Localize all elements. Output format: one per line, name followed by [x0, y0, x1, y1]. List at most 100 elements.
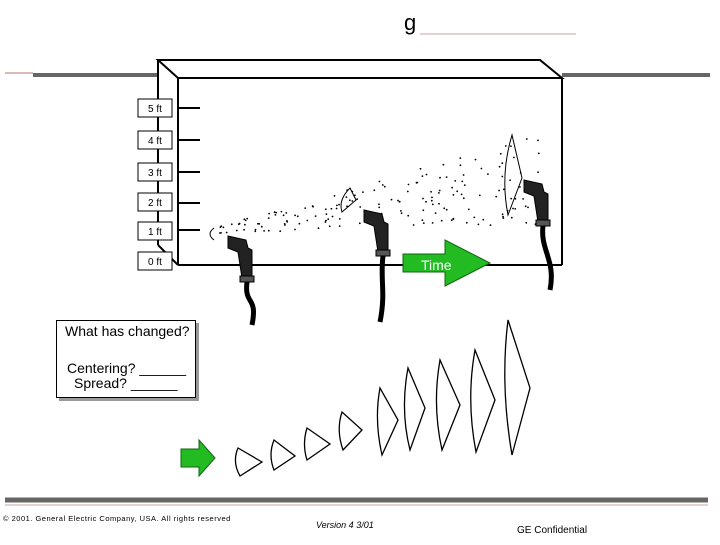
- spray-dot: [238, 222, 241, 225]
- spray-dot: [317, 227, 320, 230]
- spray-dot: [254, 230, 257, 233]
- wall-profile-2: [340, 187, 357, 213]
- scale-box-1: [137, 221, 173, 241]
- profile-9: [504, 319, 531, 456]
- spray-dot: [422, 209, 425, 212]
- spray-dot: [275, 211, 277, 214]
- target-wall: [155, 59, 565, 266]
- profile-8: [470, 347, 496, 455]
- spray-dot: [358, 222, 361, 225]
- spray-dot: [378, 203, 380, 206]
- spray-dot: [467, 208, 470, 211]
- spray-dot: [306, 219, 309, 222]
- spray-dot: [421, 175, 424, 178]
- spray-dot: [452, 218, 455, 221]
- spray-dot: [431, 203, 434, 206]
- spray-dot: [235, 229, 238, 232]
- spray-dot: [279, 230, 282, 233]
- spray-dot: [487, 173, 489, 176]
- spray-dot: [260, 225, 263, 228]
- spray-dot: [512, 207, 514, 210]
- spray-dot: [425, 173, 428, 176]
- scale-label-1: 1 ft: [148, 227, 162, 238]
- scale-label-3: 3 ft: [148, 168, 162, 179]
- spray-dot: [304, 207, 307, 210]
- profile-7: [435, 357, 461, 453]
- spray-dot: [268, 212, 270, 215]
- spray-dot: [537, 171, 539, 174]
- spray-dot: [501, 175, 504, 178]
- spray-dot: [246, 217, 249, 220]
- spray-dot: [383, 185, 386, 188]
- hoses: [227, 179, 554, 326]
- confidential-text: GE Confidential: [517, 525, 588, 536]
- spray-dot: [443, 207, 446, 210]
- scale-label-5: 5 ft: [148, 104, 162, 115]
- version-text: Version 4 3/01: [316, 520, 374, 530]
- spray-dot: [359, 206, 362, 208]
- spray-dot: [336, 204, 338, 207]
- spray-dot: [378, 180, 381, 183]
- spray-dot: [294, 228, 296, 231]
- scale-label-4: 4 ft: [148, 136, 162, 147]
- spray-dot: [514, 208, 517, 210]
- copyright-text: © 2001. General Electric Company, USA. A…: [3, 514, 231, 523]
- spray-dot: [431, 222, 434, 224]
- spray-dot: [439, 176, 441, 179]
- hose-nozzle-icon: [523, 179, 554, 291]
- spray-dot: [220, 232, 222, 234]
- spray-dot: [502, 217, 505, 220]
- spray-dot: [462, 174, 465, 176]
- spray-dot: [280, 210, 283, 213]
- spray-dot: [325, 219, 327, 222]
- spray-dot: [330, 207, 333, 210]
- scale-box-2: [137, 192, 173, 212]
- spray-dot: [502, 188, 505, 191]
- spray-dot: [356, 198, 358, 201]
- spray-dot: [438, 202, 440, 205]
- spray-dot: [243, 228, 246, 231]
- spray-dot: [501, 162, 504, 165]
- spray-dot: [461, 180, 464, 183]
- spray-dot: [438, 192, 440, 194]
- spray-dot: [222, 226, 225, 229]
- spray-dot: [438, 189, 441, 192]
- spray-dot: [480, 167, 483, 170]
- spray-dot: [419, 167, 422, 170]
- spray-dot: [522, 198, 524, 200]
- hose-nozzle-icon: [363, 209, 391, 323]
- spray-dot: [510, 216, 513, 219]
- profile-6: [403, 365, 426, 453]
- spray-dot: [354, 194, 356, 197]
- spray-dot: [254, 228, 257, 231]
- spray-dot: [509, 179, 511, 182]
- spray-dot: [407, 183, 410, 186]
- spray-dot: [527, 206, 529, 209]
- spray-dot: [348, 199, 351, 202]
- spray-dot: [537, 152, 540, 155]
- profile-4: [338, 410, 363, 452]
- question-box: What has changed? Centering? ______ Spre…: [56, 320, 196, 398]
- scale-label-0: 0 ft: [148, 257, 162, 268]
- spray-dot: [298, 222, 301, 225]
- spray-dot: [338, 203, 340, 206]
- spray-dot: [398, 200, 401, 203]
- spray-dot: [244, 219, 247, 222]
- spray-dot: [495, 195, 498, 198]
- scale-box-4: [137, 130, 173, 150]
- spray-dot: [219, 226, 222, 229]
- spray-dot: [498, 165, 501, 168]
- profile-5: [376, 386, 399, 458]
- spray-dot: [459, 164, 462, 167]
- spray-dot: [431, 196, 433, 199]
- hose-nozzle-icon: [227, 235, 256, 326]
- spray-dot: [525, 138, 528, 140]
- spray-dot: [400, 212, 403, 215]
- spray-dot: [312, 205, 314, 208]
- spray-dot: [282, 214, 285, 217]
- profile-2: [270, 438, 297, 471]
- water-spray: [219, 138, 540, 234]
- spray-dot: [422, 222, 425, 225]
- scale-box-5: [137, 98, 173, 118]
- spray-dot: [406, 190, 409, 193]
